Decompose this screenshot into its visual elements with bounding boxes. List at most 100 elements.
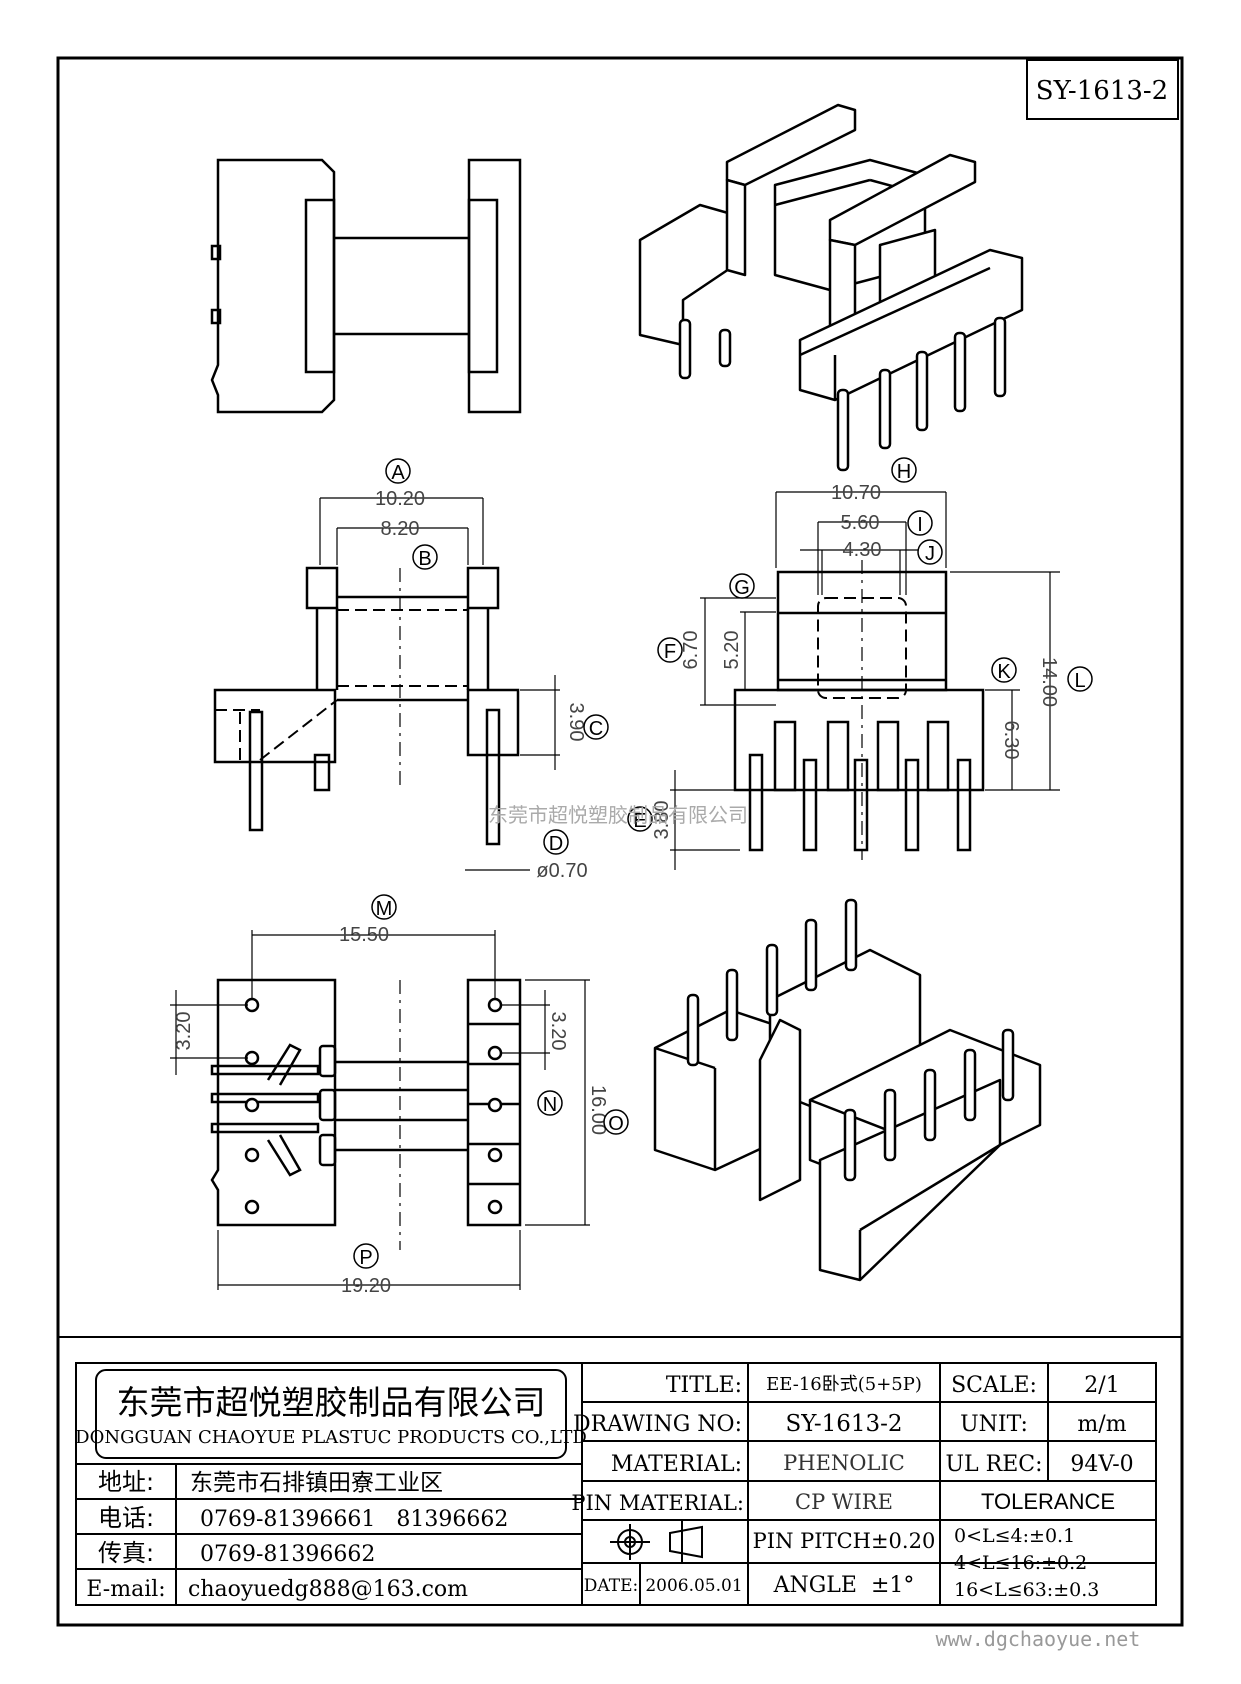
front-view	[733, 560, 985, 860]
dim-h-value: 10.70	[831, 482, 881, 504]
top-view	[210, 158, 522, 414]
tolerance-label: TOLERANCE	[981, 1489, 1115, 1514]
dim-a-bubble	[385, 458, 411, 484]
watermark-center: 东莞市超悦塑胶制品有限公司	[488, 803, 748, 827]
dim-a-value: 10.20	[375, 488, 425, 510]
dim-p-value: 19.20	[341, 1275, 391, 1297]
title-value: EE-16卧式(5+5P)	[766, 1374, 922, 1395]
dim-f-bubble	[657, 637, 683, 663]
dim-c-bubble	[583, 714, 609, 740]
title-block-grid	[75, 1362, 1157, 1606]
dim-f-letter: F	[664, 641, 676, 663]
tolerance-3: 16<L≤63:±0.3	[954, 1579, 1099, 1601]
phone-label: 电话:	[98, 1504, 154, 1532]
isometric-view-top-pins	[678, 316, 1007, 472]
dim-n-value: 3.20	[547, 1012, 569, 1051]
dim-k-letter: K	[997, 661, 1011, 683]
dim-e-value: 3.80	[651, 801, 673, 840]
drawing-no-label: DRAWING NO:	[573, 1412, 742, 1437]
company-name-box	[95, 1369, 567, 1459]
ul-rec-label: UL REC:	[945, 1452, 1042, 1477]
dim-n-letter: N	[543, 1094, 557, 1116]
dim-b-value: 8.20	[381, 518, 420, 540]
dim-o-letter: O	[608, 1113, 624, 1135]
date-label: DATE:	[584, 1576, 638, 1596]
dim-m-value: 15.50	[339, 924, 389, 946]
dim-p-letter: P	[359, 1247, 372, 1269]
dim-j-letter: J	[925, 543, 935, 565]
tolerance-2: 4<L≤16:±0.2	[954, 1552, 1087, 1574]
phone-value: 0769-81396661 81396662	[200, 1507, 508, 1532]
dim-a-lines	[319, 497, 484, 565]
company-name-en: DONGGUAN CHAOYUE PLASTUC PRODUCTS CO.,LT…	[75, 1427, 587, 1448]
angle: ANGLE ±1°	[773, 1573, 915, 1598]
isometric-view-top	[638, 103, 1024, 402]
side-view	[213, 566, 520, 846]
dim-c-letter: C	[589, 718, 603, 740]
dim-d-letter: D	[549, 833, 563, 855]
email-value: chaoyuedg888@163.com	[188, 1577, 468, 1602]
date-value: 2006.05.01	[645, 1576, 742, 1596]
isometric-view-bottom-pins	[686, 898, 1015, 1182]
fax-value: 0769-81396662	[200, 1542, 375, 1567]
scale-label: SCALE:	[951, 1373, 1037, 1398]
unit-value: m/m	[1077, 1412, 1126, 1437]
dim-d-value: ø0.70	[536, 860, 587, 882]
dim-left-pitch-value: 3.20	[173, 1012, 195, 1051]
dim-b-letter: B	[418, 548, 431, 570]
dim-i-bubble	[907, 510, 933, 536]
unit-label: UNIT:	[960, 1412, 1028, 1437]
dim-h-bubble	[891, 457, 917, 483]
dim-c-value: 3.90	[565, 703, 587, 742]
dim-k-bubble	[991, 657, 1017, 683]
dim-l-bubble	[1067, 666, 1093, 692]
dim-j-bubble	[917, 539, 943, 565]
outer-border	[56, 56, 1184, 1627]
pin-material-label: PIN MATERIAL:	[571, 1491, 744, 1515]
bottom-view	[210, 978, 522, 1250]
front-view-dim-lines	[670, 491, 1060, 870]
tolerance-1: 0<L≤4:±0.1	[954, 1525, 1075, 1547]
dim-e-bubble	[627, 806, 653, 832]
dim-m-letter: M	[376, 898, 393, 920]
dim-m-bubble	[371, 894, 397, 920]
drawing-no-box-text: SY-1613-2	[1036, 76, 1168, 106]
fax-label: 传真:	[98, 1539, 154, 1567]
company-name-cn: 东莞市超悦塑胶制品有限公司	[117, 1383, 546, 1422]
projection-symbol	[610, 1524, 703, 1560]
dim-b-bubble	[412, 544, 438, 570]
bottom-view-holes	[244, 997, 503, 1215]
dim-p-bubble	[353, 1243, 379, 1269]
email-label: E-mail:	[86, 1577, 165, 1602]
dim-e-letter: E	[633, 810, 646, 832]
pin-material-value: CP WIRE	[795, 1490, 893, 1514]
dim-n-bubble	[537, 1090, 563, 1116]
dim-j-value: 4.30	[843, 539, 882, 561]
dim-i-value: 5.60	[841, 512, 880, 534]
dim-g-bubble	[729, 573, 755, 599]
bottom-view-dim-lines	[170, 930, 590, 1290]
address-value: 东莞市石排镇田寮工业区	[190, 1470, 443, 1496]
dim-d-bubble	[543, 829, 569, 855]
scale-value: 2/1	[1084, 1373, 1119, 1398]
material-value: PHENOLIC	[783, 1451, 905, 1475]
title-label: TITLE:	[666, 1373, 742, 1398]
dim-g-value: 5.20	[721, 631, 743, 670]
isometric-view-bottom	[653, 948, 1042, 1282]
dim-f-value: 6.70	[680, 631, 702, 670]
dim-l-value: 14.00	[1038, 657, 1060, 707]
dim-i-letter: I	[917, 514, 923, 536]
front-view-hidden-core	[817, 597, 907, 699]
ul-rec-value: 94V-0	[1070, 1452, 1133, 1477]
drawing-no-box	[1026, 59, 1179, 120]
material-label: MATERIAL:	[611, 1452, 742, 1477]
pin-pitch: PIN PITCH±0.20	[753, 1529, 936, 1553]
address-label: 地址:	[98, 1468, 154, 1496]
dim-o-bubble	[603, 1109, 629, 1135]
dim-a-letter: A	[391, 462, 405, 484]
dim-h-letter: H	[897, 461, 911, 483]
dim-c-lines	[520, 675, 560, 770]
dim-g-letter: G	[734, 577, 750, 599]
side-view-hidden	[215, 609, 468, 761]
